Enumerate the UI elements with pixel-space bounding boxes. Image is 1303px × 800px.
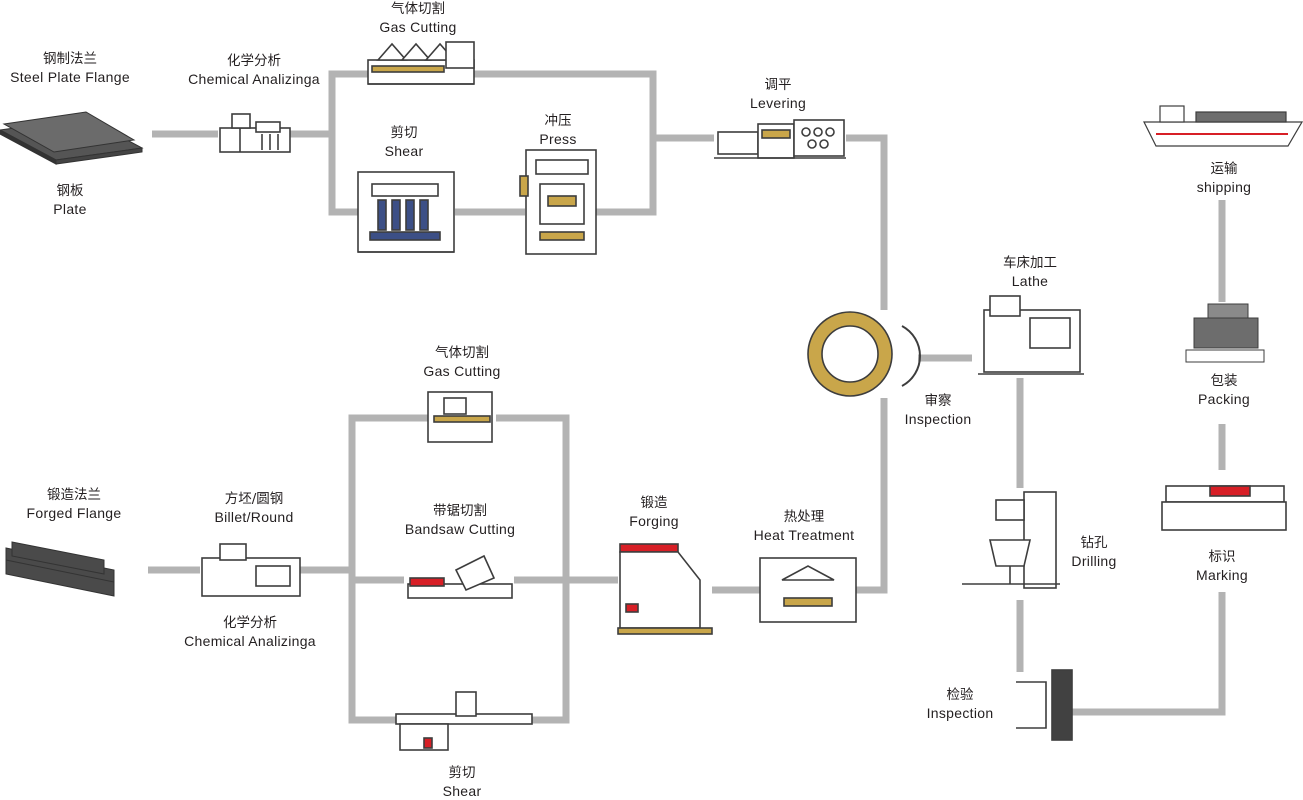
node-label-press: 冲压 Press xyxy=(539,112,576,148)
plate-stack-icon xyxy=(0,111,144,165)
label-zh: 调平 xyxy=(764,77,792,93)
label-zh: 审察 xyxy=(924,393,952,409)
leveling-machine-icon xyxy=(714,119,846,159)
node-label-lathe: 车床加工 Lathe xyxy=(1003,254,1057,290)
node-label-levering: 调平 Levering xyxy=(750,76,806,112)
node-label-shear-top: 剪切 Shear xyxy=(385,124,424,160)
flange-ring-icon xyxy=(807,311,921,397)
label-zh: 车床加工 xyxy=(1003,255,1057,271)
label-zh: 热处理 xyxy=(783,509,825,525)
label-zh: 剪切 xyxy=(448,765,476,781)
label-en: Billet/Round xyxy=(214,509,294,525)
label-en: Plate xyxy=(53,201,87,217)
label-en: shipping xyxy=(1196,179,1252,195)
pipe-connectors xyxy=(148,70,1226,724)
label-en: Press xyxy=(539,131,577,147)
label-zh: 钻孔 xyxy=(1080,535,1108,551)
label-en: Bandsaw Cutting xyxy=(404,521,516,537)
label-zh: 钢制法兰 xyxy=(43,51,97,67)
label-zh: 带锯切割 xyxy=(433,503,487,519)
label-en: Heat Treatment xyxy=(753,527,855,543)
label-zh: 运输 xyxy=(1210,161,1238,177)
drilling-machine-icon xyxy=(962,491,1060,589)
bandsaw-machine-icon xyxy=(407,554,513,599)
lathe-machine-icon xyxy=(978,295,1084,375)
label-zh: 标识 xyxy=(1208,549,1236,565)
label-en: Shear xyxy=(442,783,482,799)
label-zh: 气体切割 xyxy=(434,345,489,361)
furnace-icon xyxy=(759,557,857,623)
label-zh: 气体切割 xyxy=(390,1,445,17)
node-label-bandsaw-cutting: 带锯切割 Bandsaw Cutting xyxy=(405,502,515,538)
label-en: Levering xyxy=(749,95,807,111)
node-label-plate: 钢板 Plate xyxy=(53,182,86,218)
node-label-chemical-analizinga-bottom: 化学分析 Chemical Analizinga xyxy=(184,614,316,650)
label-zh: 化学分析 xyxy=(227,53,281,69)
marking-machine-icon xyxy=(1161,485,1287,531)
node-label-chemical-analizinga-top: 化学分析 Chemical Analizinga xyxy=(188,52,320,88)
label-zh: 剪切 xyxy=(390,125,418,141)
node-label-forging: 锻造 Forging xyxy=(629,494,679,530)
node-label-packing: 包装 Packing xyxy=(1198,372,1250,408)
label-zh: 检验 xyxy=(946,687,974,703)
label-en: Forged Flange xyxy=(26,505,122,521)
inspection-gauge-icon xyxy=(1016,669,1073,741)
label-en: Inspection xyxy=(904,411,972,427)
node-label-gas-cutting-top: 气体切割 Gas Cutting xyxy=(379,0,456,36)
gas-cutting-machine-icon xyxy=(367,41,475,85)
label-en: Gas Cutting xyxy=(423,363,501,379)
pallet-icon xyxy=(1185,303,1265,363)
node-label-heat-treatment: 热处理 Heat Treatment xyxy=(754,508,855,544)
label-en: Forging xyxy=(629,513,679,529)
forging-hammer-icon xyxy=(617,543,713,635)
label-zh: 锻造法兰 xyxy=(47,487,101,503)
label-en: Gas Cutting xyxy=(379,19,457,35)
label-en: Drilling xyxy=(1071,553,1117,569)
label-zh: 冲压 xyxy=(544,113,572,129)
label-en: Packing xyxy=(1198,391,1250,407)
label-zh: 锻造 xyxy=(640,495,668,511)
cargo-ship-icon xyxy=(1143,105,1303,147)
node-label-shear-bottom: 剪切 Shear xyxy=(443,764,482,800)
press-machine-icon xyxy=(519,149,597,255)
gas-cutting-machine-icon xyxy=(427,391,493,443)
label-en: Steel Plate Flange xyxy=(10,69,130,85)
analyzer-machine-icon xyxy=(201,543,301,597)
round-bars-icon xyxy=(5,541,115,597)
label-en: Shear xyxy=(384,143,424,159)
label-zh: 包装 xyxy=(1210,373,1238,389)
label-en: Chemical Analizinga xyxy=(188,71,320,87)
node-label-inspection-bottom: 检验 Inspection xyxy=(927,686,994,722)
node-label-shipping: 运输 shipping xyxy=(1197,160,1252,196)
label-zh: 化学分析 xyxy=(223,615,277,631)
node-label-steel-plate-flange: 钢制法兰 Steel Plate Flange xyxy=(10,50,130,86)
label-en: Marking xyxy=(1196,567,1248,583)
node-label-drilling: 钻孔 Drilling xyxy=(1071,534,1116,570)
label-en: Inspection xyxy=(926,705,994,721)
node-label-marking: 标识 Marking xyxy=(1196,548,1248,584)
node-label-billet-round: 方坯/圆钢 Billet/Round xyxy=(214,490,293,526)
node-label-forged-flange: 锻造法兰 Forged Flange xyxy=(27,486,122,522)
label-zh: 方坯/圆钢 xyxy=(224,491,284,507)
label-en: Lathe xyxy=(1011,273,1049,289)
analyzer-machine-icon xyxy=(219,113,291,153)
shear-machine-icon xyxy=(357,171,455,253)
shear-machine-icon xyxy=(395,691,533,751)
node-label-gas-cutting-bottom: 气体切割 Gas Cutting xyxy=(423,344,500,380)
label-en: Chemical Analizinga xyxy=(184,633,316,649)
label-zh: 钢板 xyxy=(56,183,84,199)
node-label-inspection-ring: 审察 Inspection xyxy=(905,392,972,428)
